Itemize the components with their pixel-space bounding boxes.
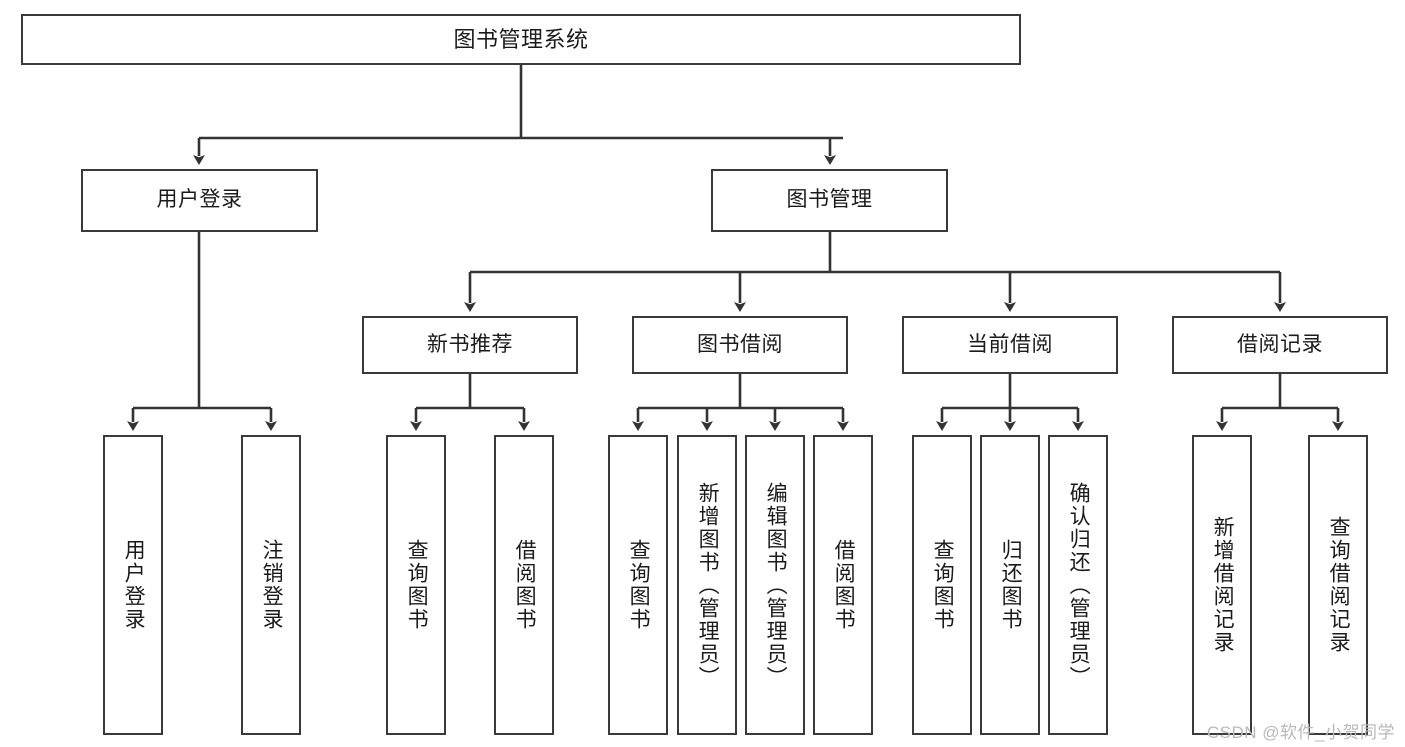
leaf-book-borrow-add-book-admin[interactable]: 新增图书（管理员）: [677, 435, 737, 735]
leaf-label: 查询图书: [627, 539, 651, 631]
node-current-borrow-label: 当前借阅: [967, 332, 1053, 356]
leaf-label: 查询借阅记录: [1327, 516, 1351, 654]
leaf-book-borrow-edit-book-admin[interactable]: 编辑图书（管理员）: [745, 435, 805, 735]
leaf-label: 借阅图书: [832, 539, 856, 631]
leaf-book-borrow-borrow-book[interactable]: 借阅图书: [813, 435, 873, 735]
leaf-current-borrow-query-book[interactable]: 查询图书: [912, 435, 972, 735]
leaf-current-borrow-confirm-return-admin[interactable]: 确认归还（管理员）: [1048, 435, 1108, 735]
leaf-current-borrow-return-book[interactable]: 归还图书: [980, 435, 1040, 735]
leaf-label: 注销登录: [260, 539, 284, 631]
node-root-label: 图书管理系统: [453, 26, 589, 52]
leaf-label: 查询图书: [931, 539, 955, 631]
leaf-label: 用户登录: [122, 539, 146, 631]
leaf-label: 新增图书（管理员）: [696, 481, 720, 689]
leaf-borrow-record-add-record[interactable]: 新增借阅记录: [1192, 435, 1252, 735]
leaf-label: 归还图书: [999, 539, 1023, 631]
node-new-book-recommend-label: 新书推荐: [427, 332, 513, 356]
leaf-new-book-query-book[interactable]: 查询图书: [386, 435, 446, 735]
node-root-book-management-system[interactable]: 图书管理系统: [21, 14, 1021, 65]
leaf-label: 编辑图书（管理员）: [764, 481, 788, 689]
leaf-user-login-login[interactable]: 用户登录: [103, 435, 163, 735]
node-user-login[interactable]: 用户登录: [81, 169, 318, 232]
node-book-management[interactable]: 图书管理: [711, 169, 948, 232]
node-new-book-recommend[interactable]: 新书推荐: [362, 316, 578, 374]
node-book-borrow-label: 图书借阅: [697, 332, 783, 356]
leaf-user-login-logout[interactable]: 注销登录: [241, 435, 301, 735]
csdn-watermark: CSDN @软件_小贺同学: [1206, 723, 1395, 742]
node-book-borrow[interactable]: 图书借阅: [632, 316, 848, 374]
node-borrow-record[interactable]: 借阅记录: [1172, 316, 1388, 374]
leaf-label: 确认归还（管理员）: [1067, 481, 1091, 689]
leaf-book-borrow-query-book[interactable]: 查询图书: [608, 435, 668, 735]
node-book-management-label: 图书管理: [786, 188, 873, 212]
leaf-label: 借阅图书: [513, 539, 537, 631]
node-user-login-label: 用户登录: [156, 188, 243, 212]
leaf-borrow-record-query-record[interactable]: 查询借阅记录: [1308, 435, 1368, 735]
node-current-borrow[interactable]: 当前借阅: [902, 316, 1118, 374]
leaf-label: 新增借阅记录: [1211, 516, 1235, 654]
node-borrow-record-label: 借阅记录: [1237, 332, 1323, 356]
leaf-new-book-borrow-book[interactable]: 借阅图书: [494, 435, 554, 735]
leaf-label: 查询图书: [405, 539, 429, 631]
